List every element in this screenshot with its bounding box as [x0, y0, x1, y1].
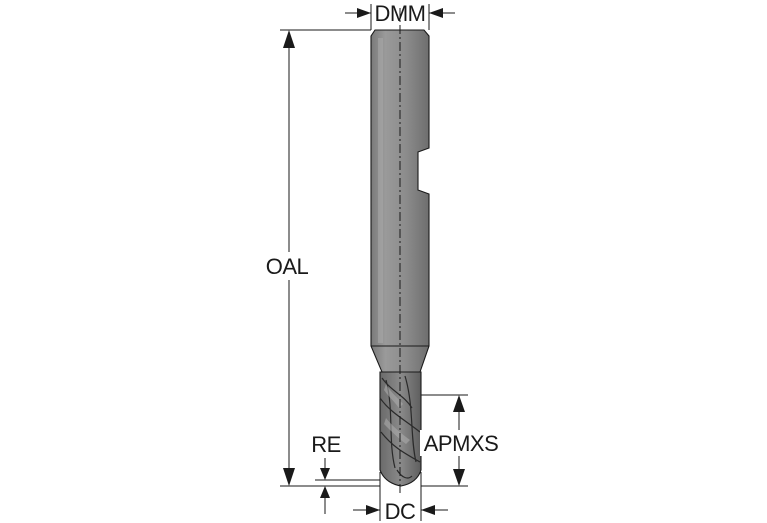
- oal-label: OAL: [266, 254, 309, 279]
- apmxs-label: APMXS: [424, 431, 499, 456]
- dc-label: DC: [385, 499, 416, 523]
- apmxs-dimension: APMXS: [420, 394, 504, 487]
- dmm-label: DMM: [374, 1, 425, 26]
- flute-highlights: [384, 384, 410, 444]
- re-dimension: RE: [311, 432, 380, 514]
- shank-highlight: [378, 38, 383, 343]
- oal-dimension: OAL: [262, 29, 380, 487]
- end-mill-tool: [370, 8, 430, 496]
- dc-dimension: DC: [353, 472, 448, 523]
- re-label: RE: [311, 432, 341, 457]
- dmm-dimension: DMM: [345, 1, 455, 30]
